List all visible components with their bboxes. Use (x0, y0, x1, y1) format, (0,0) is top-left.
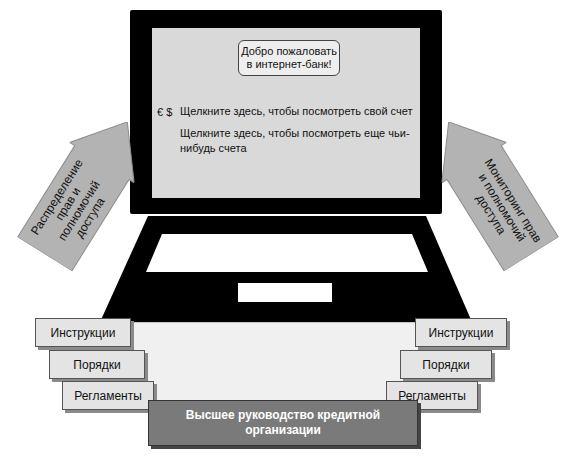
touchpad (238, 283, 332, 302)
document-box: Порядки (49, 350, 145, 379)
node-text: Щелкните здесь, чтобы посмотреть еще чьи… (180, 126, 416, 156)
screen-panel: Щелкните здесь, чтобы посмотреть свой сч… (152, 28, 420, 198)
management-box: Высшее руководство кредитной организации (148, 400, 418, 446)
screen-frame (130, 10, 442, 214)
document-box: Инструкции (35, 318, 131, 347)
document-box: Инструкции (415, 318, 507, 347)
node-text: Мониторинг прав и полномочий доступа (460, 156, 545, 260)
node-text: Щелкните здесь, чтобы посмотреть свой сч… (180, 104, 418, 119)
node-text: Порядки (422, 358, 469, 372)
arrow-outline (12, 102, 159, 275)
arrow-outline (416, 102, 563, 275)
welcome-box: Добро пожаловать в интернет-банк! (238, 40, 340, 76)
laptop-base (100, 216, 472, 322)
node-text: Высшее руководство кредитной организации (169, 408, 397, 438)
node-text: Порядки (73, 358, 120, 372)
node-text: Добро пожаловать в интернет-банк! (241, 45, 337, 71)
document-box: Порядки (400, 350, 492, 379)
node-text: Инструкции (51, 326, 116, 340)
node-text: Регламенты (74, 389, 142, 403)
document-box: Регламенты (62, 381, 154, 410)
node-text: Инструкции (429, 326, 494, 340)
keyboard-area (146, 234, 428, 272)
currency-symbols: € $ (157, 106, 172, 118)
